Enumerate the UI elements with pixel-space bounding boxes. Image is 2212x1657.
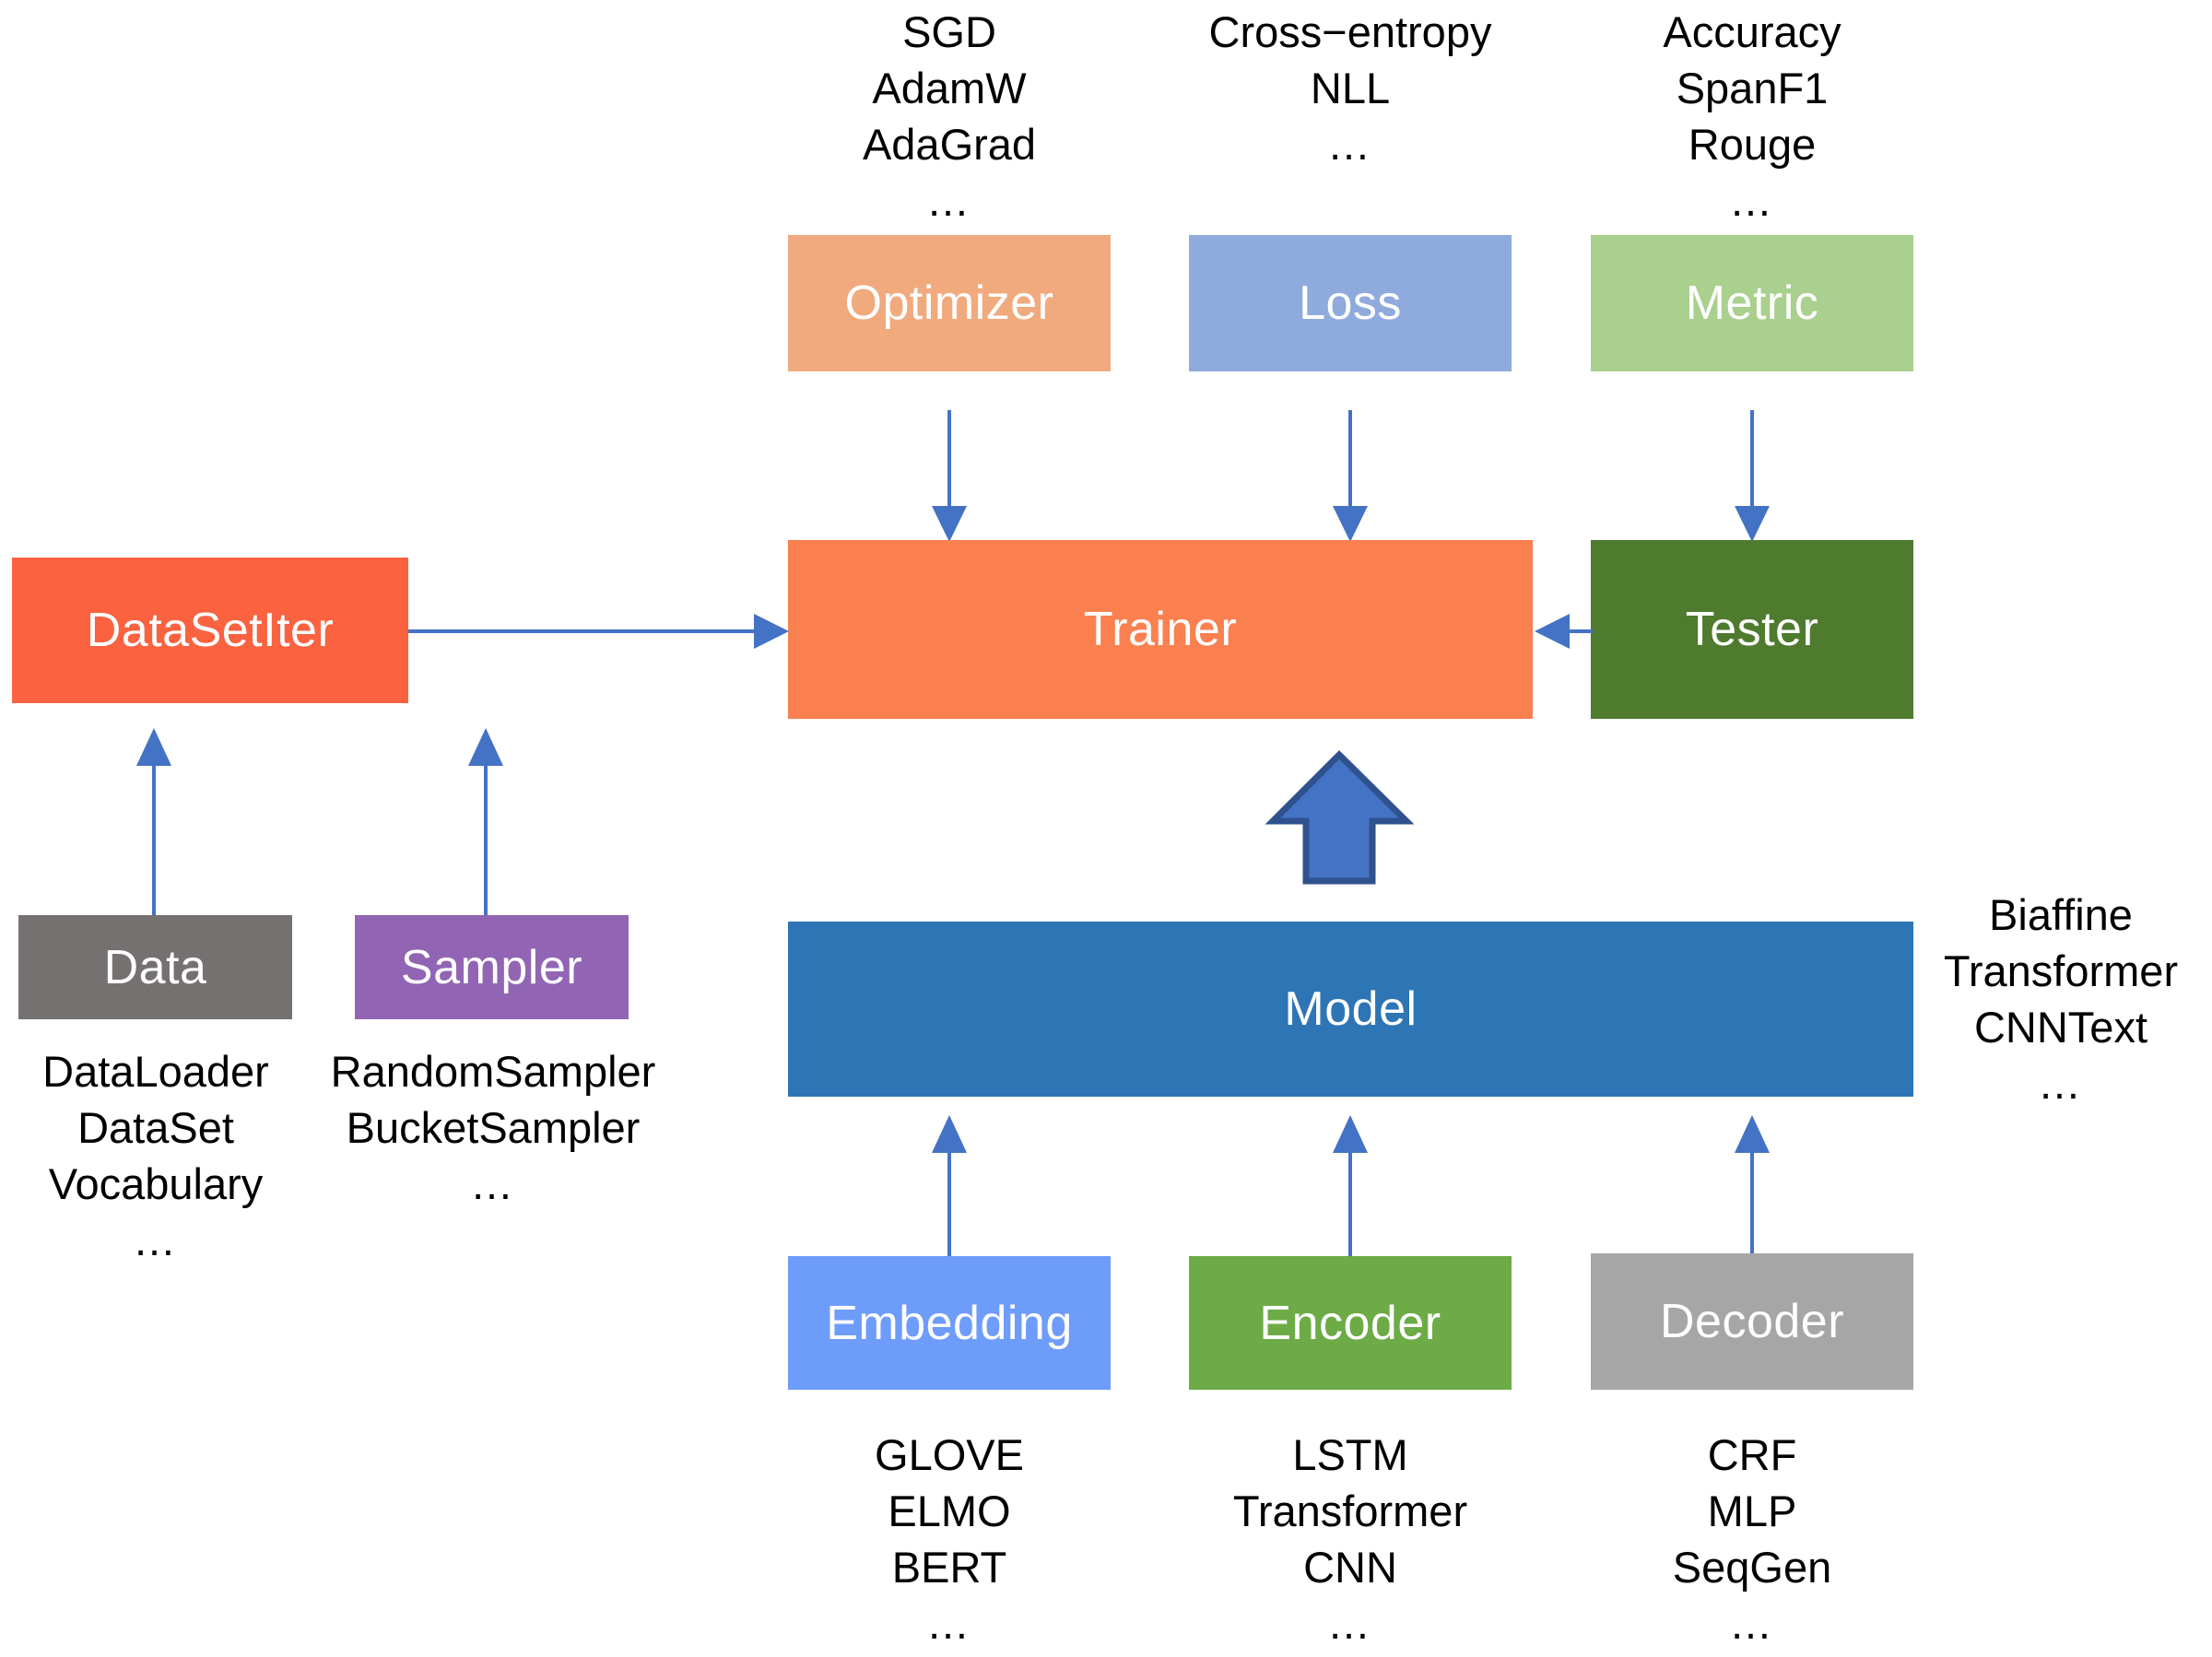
embedding-box[interactable]: Embedding	[788, 1256, 1111, 1390]
data-to-datasetiter-arrow	[136, 728, 171, 915]
datasetiter-to-trainer-arrow	[408, 614, 789, 649]
sampler-annotation-item: BucketSampler	[346, 1103, 641, 1153]
metric-annotation-list: Accuracy SpanF1 Rouge …	[1591, 4, 1913, 229]
loss-box[interactable]: Loss	[1189, 235, 1512, 371]
decoder-annotation-item: CRF	[1707, 1430, 1797, 1479]
embedding-annotation-item: GLOVE	[875, 1430, 1024, 1479]
embedding-annotation-item: ELMO	[888, 1487, 1011, 1536]
data-annotation-ellipsis: …	[133, 1216, 179, 1265]
optimizer-box[interactable]: Optimizer	[788, 235, 1111, 371]
sampler-to-datasetiter-arrow	[468, 728, 503, 915]
embedding-annotation-list: GLOVE ELMO BERT …	[788, 1427, 1111, 1651]
model-box-label: Model	[1284, 982, 1418, 1036]
tester-box[interactable]: Tester	[1591, 540, 1913, 719]
embedding-box-label: Embedding	[826, 1296, 1073, 1350]
decoder-annotation-item: SeqGen	[1672, 1543, 1832, 1592]
sampler-box[interactable]: Sampler	[355, 915, 629, 1019]
embedding-annotation-ellipsis: …	[926, 1599, 972, 1649]
optimizer-annotation-list: SGD AdamW AdaGrad …	[788, 4, 1111, 229]
embedding-annotation-item: BERT	[891, 1543, 1007, 1592]
metric-box-label: Metric	[1685, 276, 1819, 330]
trainer-box-label: Trainer	[1083, 603, 1238, 656]
model-box[interactable]: Model	[788, 922, 1913, 1097]
loss-annotation-item: NLL	[1310, 64, 1391, 113]
sampler-annotation-item: RandomSampler	[330, 1047, 656, 1096]
encoder-annotation-item: Transformer	[1232, 1487, 1468, 1536]
tester-to-trainer-arrow	[1535, 614, 1593, 649]
encoder-annotation-item: CNN	[1303, 1543, 1397, 1592]
sampler-annotation-list: RandomSampler BucketSampler …	[327, 1043, 659, 1212]
model-annotation-item: Transformer	[1943, 946, 2179, 996]
metric-box[interactable]: Metric	[1591, 235, 1913, 371]
optimizer-annotation-item: AdamW	[872, 64, 1027, 113]
data-box-label: Data	[103, 940, 207, 994]
optimizer-annotation-item: SGD	[902, 7, 996, 56]
encoder-annotation-list: LSTM Transformer CNN …	[1189, 1427, 1512, 1651]
model-annotation-ellipsis: …	[2038, 1059, 2084, 1109]
data-annotation-item: DataSet	[77, 1103, 234, 1153]
datasetiter-box-label: DataSetIter	[86, 604, 335, 657]
data-annotation-item: DataLoader	[42, 1047, 269, 1096]
data-annotation-item: Vocabulary	[48, 1159, 264, 1209]
encoder-annotation-ellipsis: …	[1327, 1599, 1373, 1649]
metric-annotation-item: Rouge	[1688, 120, 1817, 170]
decoder-annotation-item: MLP	[1707, 1487, 1797, 1536]
tester-box-label: Tester	[1685, 603, 1819, 656]
datasetiter-box[interactable]: DataSetIter	[12, 558, 408, 703]
model-annotation-item: CNNText	[1973, 1003, 2148, 1052]
encoder-box-label: Encoder	[1259, 1296, 1441, 1350]
optimizer-to-trainer-arrow	[932, 410, 967, 542]
model-annotation-item: Biaffine	[1989, 890, 2133, 939]
metric-to-trainer-arrow	[1735, 410, 1770, 542]
metric-annotation-item: Accuracy	[1663, 7, 1841, 56]
embedding-to-model-arrow	[932, 1115, 967, 1256]
encoder-annotation-item: LSTM	[1292, 1430, 1408, 1479]
optimizer-box-label: Optimizer	[844, 276, 1054, 330]
data-annotation-list: DataLoader DataSet Vocabulary …	[13, 1043, 299, 1268]
sampler-annotation-ellipsis: …	[470, 1159, 516, 1209]
decoder-box[interactable]: Decoder	[1591, 1253, 1913, 1390]
encoder-to-model-arrow	[1333, 1115, 1368, 1256]
encoder-box[interactable]: Encoder	[1189, 1256, 1512, 1390]
data-box[interactable]: Data	[18, 915, 292, 1019]
loss-to-trainer-arrow	[1333, 410, 1368, 542]
decoder-box-label: Decoder	[1659, 1295, 1845, 1348]
loss-annotation-ellipsis: …	[1327, 120, 1373, 170]
loss-box-label: Loss	[1299, 276, 1402, 330]
optimizer-annotation-ellipsis: …	[926, 176, 972, 226]
model-annotation-list: Biaffine Transformer CNNText …	[1923, 887, 2199, 1111]
sampler-box-label: Sampler	[400, 940, 583, 994]
decoder-to-model-arrow	[1735, 1115, 1770, 1256]
decoder-annotation-list: CRF MLP SeqGen …	[1591, 1427, 1913, 1651]
loss-annotation-list: Cross−entropy NLL …	[1189, 4, 1512, 172]
loss-annotation-item: Cross−entropy	[1208, 7, 1492, 56]
metric-annotation-item: SpanF1	[1676, 64, 1829, 113]
metric-annotation-ellipsis: …	[1729, 176, 1775, 226]
decoder-annotation-ellipsis: …	[1729, 1599, 1775, 1649]
trainer-box[interactable]: Trainer	[788, 540, 1533, 719]
model-to-trainer-block-arrow	[1265, 750, 1415, 885]
optimizer-annotation-item: AdaGrad	[862, 120, 1037, 170]
